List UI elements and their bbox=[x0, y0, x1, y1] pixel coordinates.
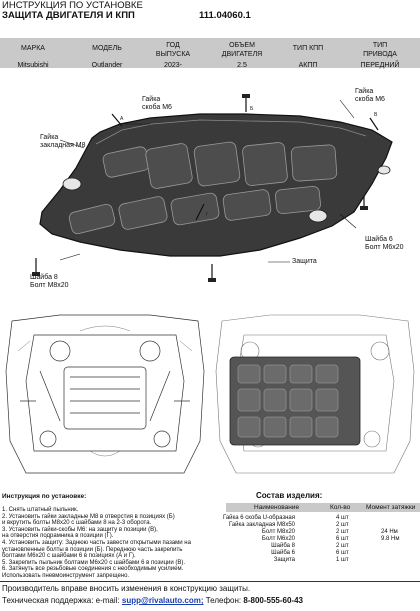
install-instructions: Инструкция по установке: 1. Снять штатны… bbox=[2, 493, 242, 580]
position-letter-b: Б bbox=[250, 106, 254, 112]
spec-header-gearbox: ТИП КПП bbox=[292, 45, 324, 52]
callout-guard: Защита bbox=[292, 258, 317, 265]
guard-stampings-upper bbox=[102, 141, 338, 189]
phone-label: Телефон: bbox=[205, 596, 242, 605]
install-step: 4. Установить защиту: Заднюю часть завес… bbox=[2, 539, 191, 546]
composition-row: Гайка 6 скоба U-образная 4 шт bbox=[222, 515, 349, 521]
install-instructions-title: Инструкция по установке: bbox=[2, 493, 87, 500]
composition-row: Болт М6х20 6 шт 9.8 Нм bbox=[261, 536, 400, 542]
composition-header-name: Наименование bbox=[254, 504, 300, 511]
guard-plate bbox=[39, 113, 393, 257]
guard-edge-highlight bbox=[95, 119, 367, 145]
support-label: Техническая поддержка: e-mail: bbox=[2, 596, 120, 605]
footer-divider bbox=[0, 581, 420, 582]
spec-value-engine: 2.5 bbox=[237, 62, 247, 69]
install-step: болтами М6х20 с шайбами 6 в позициях (А … bbox=[2, 553, 136, 560]
spec-value-model: Outlander bbox=[91, 62, 123, 69]
footer-support: Техническая поддержка: e-mail: supp@riva… bbox=[2, 596, 303, 605]
installed-guard bbox=[229, 356, 361, 446]
engine-bay-before bbox=[0, 311, 210, 483]
install-step: 5. Закрепить пыльник болтами М6х20 с шай… bbox=[2, 559, 186, 566]
composition-row: Гайка закладная М8х50 2 шт bbox=[228, 522, 349, 528]
support-email-link[interactable]: supp@rivalauto.com; bbox=[121, 596, 204, 605]
footer-disclaimer: Производитель вправе вносить изменения в… bbox=[2, 584, 251, 593]
engine-bay-before-sketch bbox=[5, 314, 205, 474]
fastener-heads bbox=[32, 94, 368, 282]
install-step: 1. Снять штатный пыльник. bbox=[2, 507, 79, 513]
install-step: установленные болты в позиции (Б). Перед… bbox=[2, 546, 183, 553]
spec-header-band bbox=[0, 38, 420, 68]
guard-drawing: А Б В Г bbox=[32, 94, 393, 282]
fasteners bbox=[35, 98, 379, 278]
position-letter-v: В bbox=[374, 112, 378, 118]
install-step: 6. Затянуть все резьбовые соединения с н… bbox=[2, 566, 184, 573]
install-step: Использовать пневмоинструмент запрещено. bbox=[2, 572, 130, 579]
install-step: 3. Установить гайки-скобы М6: на защиту … bbox=[2, 526, 158, 533]
spec-value-gearbox: АКПП bbox=[298, 62, 318, 69]
composition-row: Болт М8х20 2 шт 24 Нм bbox=[261, 529, 398, 535]
leader-lines bbox=[59, 99, 357, 263]
position-letter-g: Г bbox=[206, 212, 209, 218]
composition-row: Шайба 8 2 шт bbox=[271, 543, 349, 549]
composition-header-band bbox=[226, 503, 420, 512]
position-letter-a: А bbox=[120, 116, 124, 122]
install-step: на отверстия подрамника в позиции (Г). bbox=[2, 533, 114, 540]
part-number: 111.04060.1 bbox=[199, 10, 251, 21]
instruction-title: ИНСТРУКЦИЯ ПО УСТАНОВКЕ bbox=[2, 0, 143, 11]
spec-value-brand: Mitsubishi bbox=[17, 62, 49, 69]
spec-header-model: МОДЕЛЬ bbox=[92, 45, 122, 52]
install-step: и вкрутить болты М8х20 с шайбами 8 на 2-… bbox=[2, 520, 152, 527]
position-letters: А Б В Г bbox=[120, 106, 378, 218]
composition-header-qty: Кол-во bbox=[330, 504, 351, 511]
install-step: 2. Установить гайки закладные М8 в отвер… bbox=[2, 513, 175, 520]
composition-header-torque: Момент затяжки bbox=[366, 504, 416, 511]
spec-value-year: 2023- bbox=[164, 62, 182, 69]
product-title: ЗАЩИТА ДВИГАТЕЛЯ И КПП bbox=[2, 10, 135, 21]
guard-stampings-lower bbox=[68, 185, 321, 235]
spec-value-drive: ПЕРЕДНИЙ bbox=[360, 62, 400, 69]
composition-row: Защита 1 шт bbox=[273, 557, 349, 563]
engine-bay-after bbox=[210, 311, 420, 483]
spec-header-brand: МАРКА bbox=[21, 45, 45, 52]
composition-row: Шайба 6 6 шт bbox=[271, 550, 349, 556]
composition-title: Состав изделия: bbox=[256, 491, 323, 500]
support-phone: 8-800-555-60-43 bbox=[243, 596, 303, 605]
engine-bay-after-sketch bbox=[215, 314, 415, 474]
guard-holes bbox=[62, 165, 391, 223]
